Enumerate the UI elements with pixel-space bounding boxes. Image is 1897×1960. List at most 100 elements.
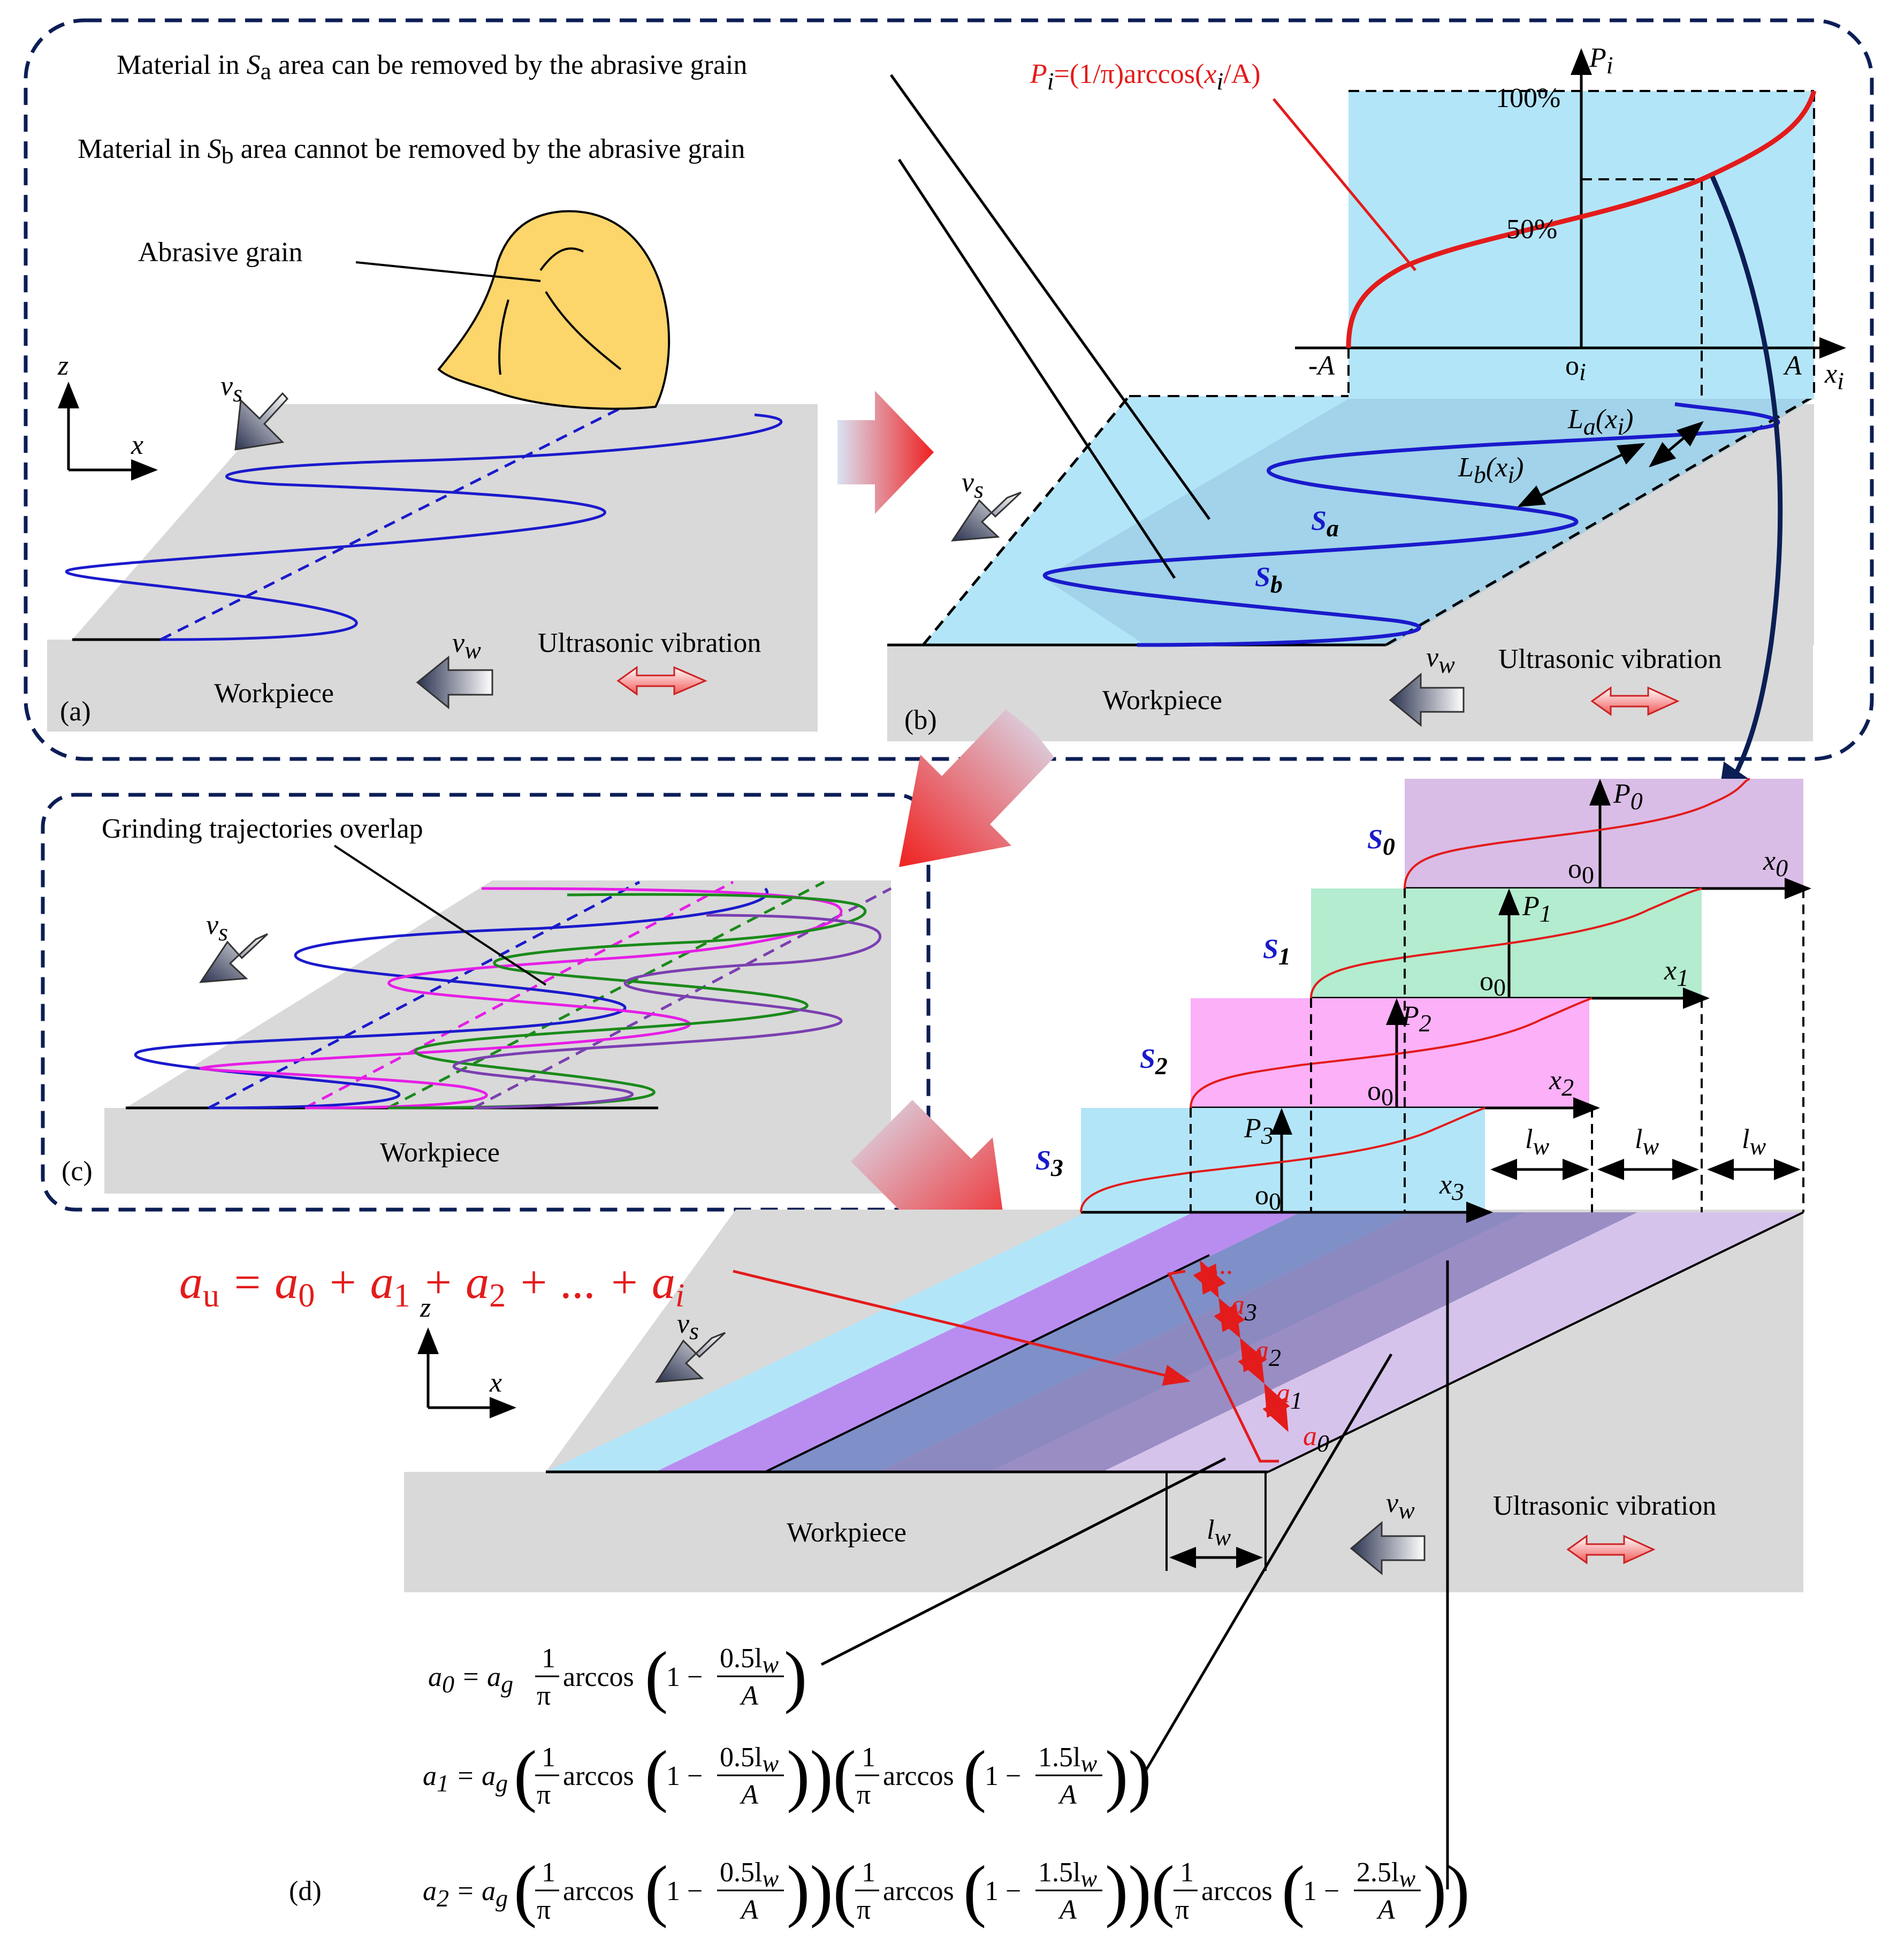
- svg-text:lw: lw: [1635, 1124, 1659, 1160]
- svg-text:z: z: [420, 1293, 431, 1323]
- svg-text:o0: o0: [1367, 1076, 1393, 1111]
- svg-text:1.5lw: 1.5lw: [1038, 1742, 1097, 1777]
- svg-text:Lb(xi): Lb(xi): [1458, 452, 1523, 488]
- svg-text:oi: oi: [1565, 351, 1586, 385]
- panel-b: Pi=(1/π)arccos(xi/A) Pi xi 100% 50% -A A…: [78, 43, 1846, 804]
- tag-b: (b): [904, 705, 937, 735]
- svg-text:1 −: 1 −: [985, 1876, 1021, 1906]
- overlap-label: Grinding trajectories overlap: [102, 814, 423, 844]
- workpiece-label-c: Workpiece: [380, 1137, 500, 1168]
- svg-text:A: A: [740, 1895, 758, 1925]
- svg-text:a3: a3: [1231, 1290, 1257, 1326]
- svg-text:lw: lw: [1525, 1124, 1549, 1160]
- svg-text:π: π: [857, 1895, 871, 1925]
- svg-text:x0: x0: [1763, 846, 1788, 882]
- trajectory-c-magenta: [200, 887, 843, 1110]
- svg-text:(: (: [514, 1852, 537, 1929]
- svg-text:Sb: Sb: [1255, 562, 1283, 598]
- grain-leader: [355, 261, 541, 282]
- depth-brace: [1167, 1270, 1279, 1463]
- svg-text:a2: a2: [1255, 1335, 1281, 1371]
- svg-text:π: π: [857, 1780, 871, 1810]
- link-arrow-b-d: [1710, 176, 1783, 804]
- svg-text:-A: -A: [1308, 351, 1335, 381]
- svg-text:vw: vw: [1386, 1488, 1415, 1524]
- layer-s3: S3 P3 x3 o0: [1035, 1107, 1493, 1223]
- svg-text:0.5lw: 0.5lw: [720, 1857, 779, 1892]
- vw-arrow-a: [416, 655, 493, 710]
- svg-text:P3: P3: [1244, 1113, 1274, 1149]
- svg-text:arccos: arccos: [883, 1761, 954, 1791]
- svg-text:1 −: 1 −: [666, 1876, 703, 1906]
- svg-text:)): )): [1105, 1737, 1152, 1814]
- workpiece-label-b: Workpiece: [1102, 685, 1222, 716]
- svg-text:1: 1: [542, 1857, 555, 1888]
- svg-text:(: (: [645, 1852, 668, 1929]
- panel-d: S0 P0 x0 o0 S1 P1 x1 o0 S2 P2 x2 o0: [179, 778, 1811, 1929]
- svg-text:A: A: [1376, 1895, 1395, 1925]
- svg-text:z: z: [57, 351, 68, 381]
- svg-text:x: x: [131, 430, 143, 460]
- centerline-a: [159, 405, 624, 641]
- svg-text:(: (: [514, 1737, 537, 1814]
- flow-arrow-ab: [837, 391, 934, 514]
- workpiece-label-d: Workpiece: [787, 1517, 906, 1548]
- svg-text:(: (: [645, 1638, 668, 1715]
- pct100: 100%: [1496, 83, 1560, 113]
- svg-text:π: π: [537, 1895, 551, 1925]
- svg-text:A: A: [1058, 1780, 1077, 1810]
- ultrasonic-arrow-b: [1590, 686, 1680, 716]
- band-s0b: [990, 1212, 1637, 1472]
- svg-text:o0: o0: [1568, 854, 1594, 888]
- svg-text:A: A: [740, 1780, 758, 1810]
- svg-text:(: (: [963, 1852, 986, 1929]
- workpiece-top-a: [72, 404, 818, 640]
- eq-a1: a1 = ag ( 1 π arccos ( 1 − 0.5lw A ))( 1…: [423, 1737, 1152, 1814]
- band-s3: [546, 1212, 1193, 1472]
- svg-text:1: 1: [1180, 1857, 1194, 1888]
- svg-text:1 −: 1 −: [1303, 1876, 1339, 1906]
- workpiece-front-d: [404, 1472, 1803, 1592]
- svg-text:1.5lw: 1.5lw: [1038, 1857, 1097, 1892]
- axes-a: z x: [57, 351, 158, 481]
- svg-text:x3: x3: [1439, 1169, 1464, 1205]
- grain-label: Abrasive grain: [138, 237, 303, 268]
- svg-text:La(xi): La(xi): [1567, 404, 1633, 440]
- svg-text:a0: a0: [1303, 1421, 1329, 1457]
- pct50: 50%: [1506, 214, 1557, 245]
- svg-text:vw: vw: [1426, 642, 1455, 678]
- flow-arrow-bc: [899, 709, 1054, 867]
- svg-text:o0: o0: [1480, 966, 1506, 1001]
- frame-ab: [24, 18, 1874, 761]
- svg-text:(: (: [1282, 1852, 1305, 1929]
- ultrasonic-arrow-d: [1566, 1534, 1656, 1564]
- grain-shape: [437, 210, 671, 410]
- ultrasonic-label-d: Ultrasonic vibration: [1493, 1491, 1716, 1521]
- svg-text:vs: vs: [220, 371, 242, 407]
- au-leader: [733, 1270, 1191, 1386]
- eq-a0: a0 = ag 1 π arccos ( 1 − 0.5lw A ): [428, 1638, 807, 1715]
- svg-text:arccos: arccos: [563, 1662, 634, 1692]
- panel-a: Abrasive grain z x vs vw Ultrasonic vibr…: [47, 210, 818, 732]
- svg-text:arccos: arccos: [563, 1876, 634, 1906]
- band-s1: [765, 1212, 1413, 1472]
- vs-arrow-a: [234, 392, 289, 451]
- svg-text:(: (: [963, 1737, 986, 1814]
- pi-formula: Pi=(1/π)arccos(xi/A): [1030, 59, 1261, 95]
- svg-text:π: π: [537, 1681, 551, 1711]
- svg-text:arccos: arccos: [883, 1876, 954, 1906]
- leader-sb: [897, 158, 1176, 579]
- note-sb: Material in Sb area cannot be removed by…: [78, 134, 745, 169]
- workpiece-front-c: [104, 1108, 891, 1194]
- svg-text:Pi: Pi: [1589, 43, 1613, 79]
- formula-leader: [1273, 98, 1416, 271]
- svg-text:Sa: Sa: [1311, 506, 1339, 542]
- svg-text:1 −: 1 −: [666, 1761, 703, 1791]
- svg-text:vs: vs: [677, 1309, 699, 1344]
- lw-dims-top: lw lw lw: [1490, 1124, 1801, 1180]
- trajectory-c-purple: [452, 914, 882, 1110]
- svg-text:o0: o0: [1255, 1180, 1281, 1215]
- layer-guides: [1190, 888, 1804, 1212]
- svg-text:A: A: [1783, 351, 1802, 381]
